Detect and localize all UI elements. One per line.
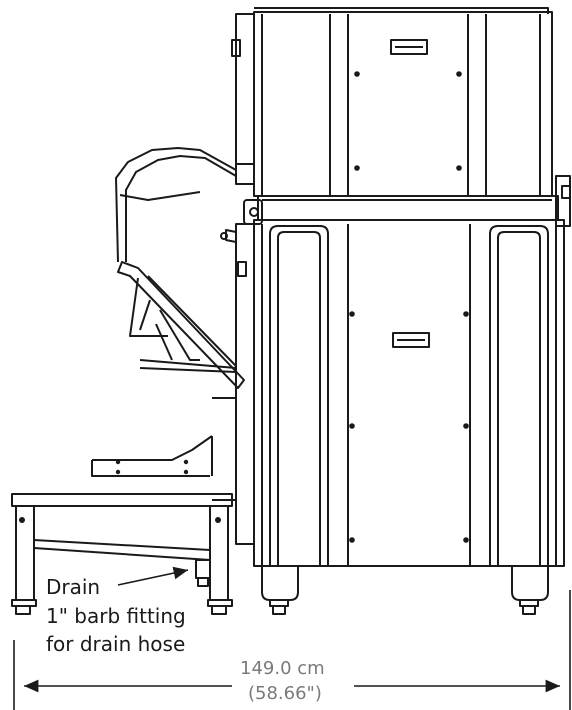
drain-leader-line [117,566,189,586]
drain-fitting [195,559,211,587]
middle-rail [243,175,571,227]
upper-handle [390,39,428,55]
dimension-lines [13,590,571,710]
drain-label: Drain [46,575,101,599]
side-bracket [91,397,237,501]
width-dimension-metric: 149.0 cm [240,658,325,679]
drain-stand [11,493,233,615]
cabinet-feet [261,566,549,615]
upper-cabinet [231,7,553,197]
fitting-label-line-2: for drain hose [46,632,186,656]
width-dimension-imperial: (58.66") [248,683,322,704]
hood-assembly [115,147,245,389]
lower-cabinet [220,219,565,567]
lower-handle [392,332,430,348]
upper-rivets [354,71,462,171]
lower-rivets [349,311,469,543]
fitting-label-line-1: 1" barb fitting [46,604,186,628]
